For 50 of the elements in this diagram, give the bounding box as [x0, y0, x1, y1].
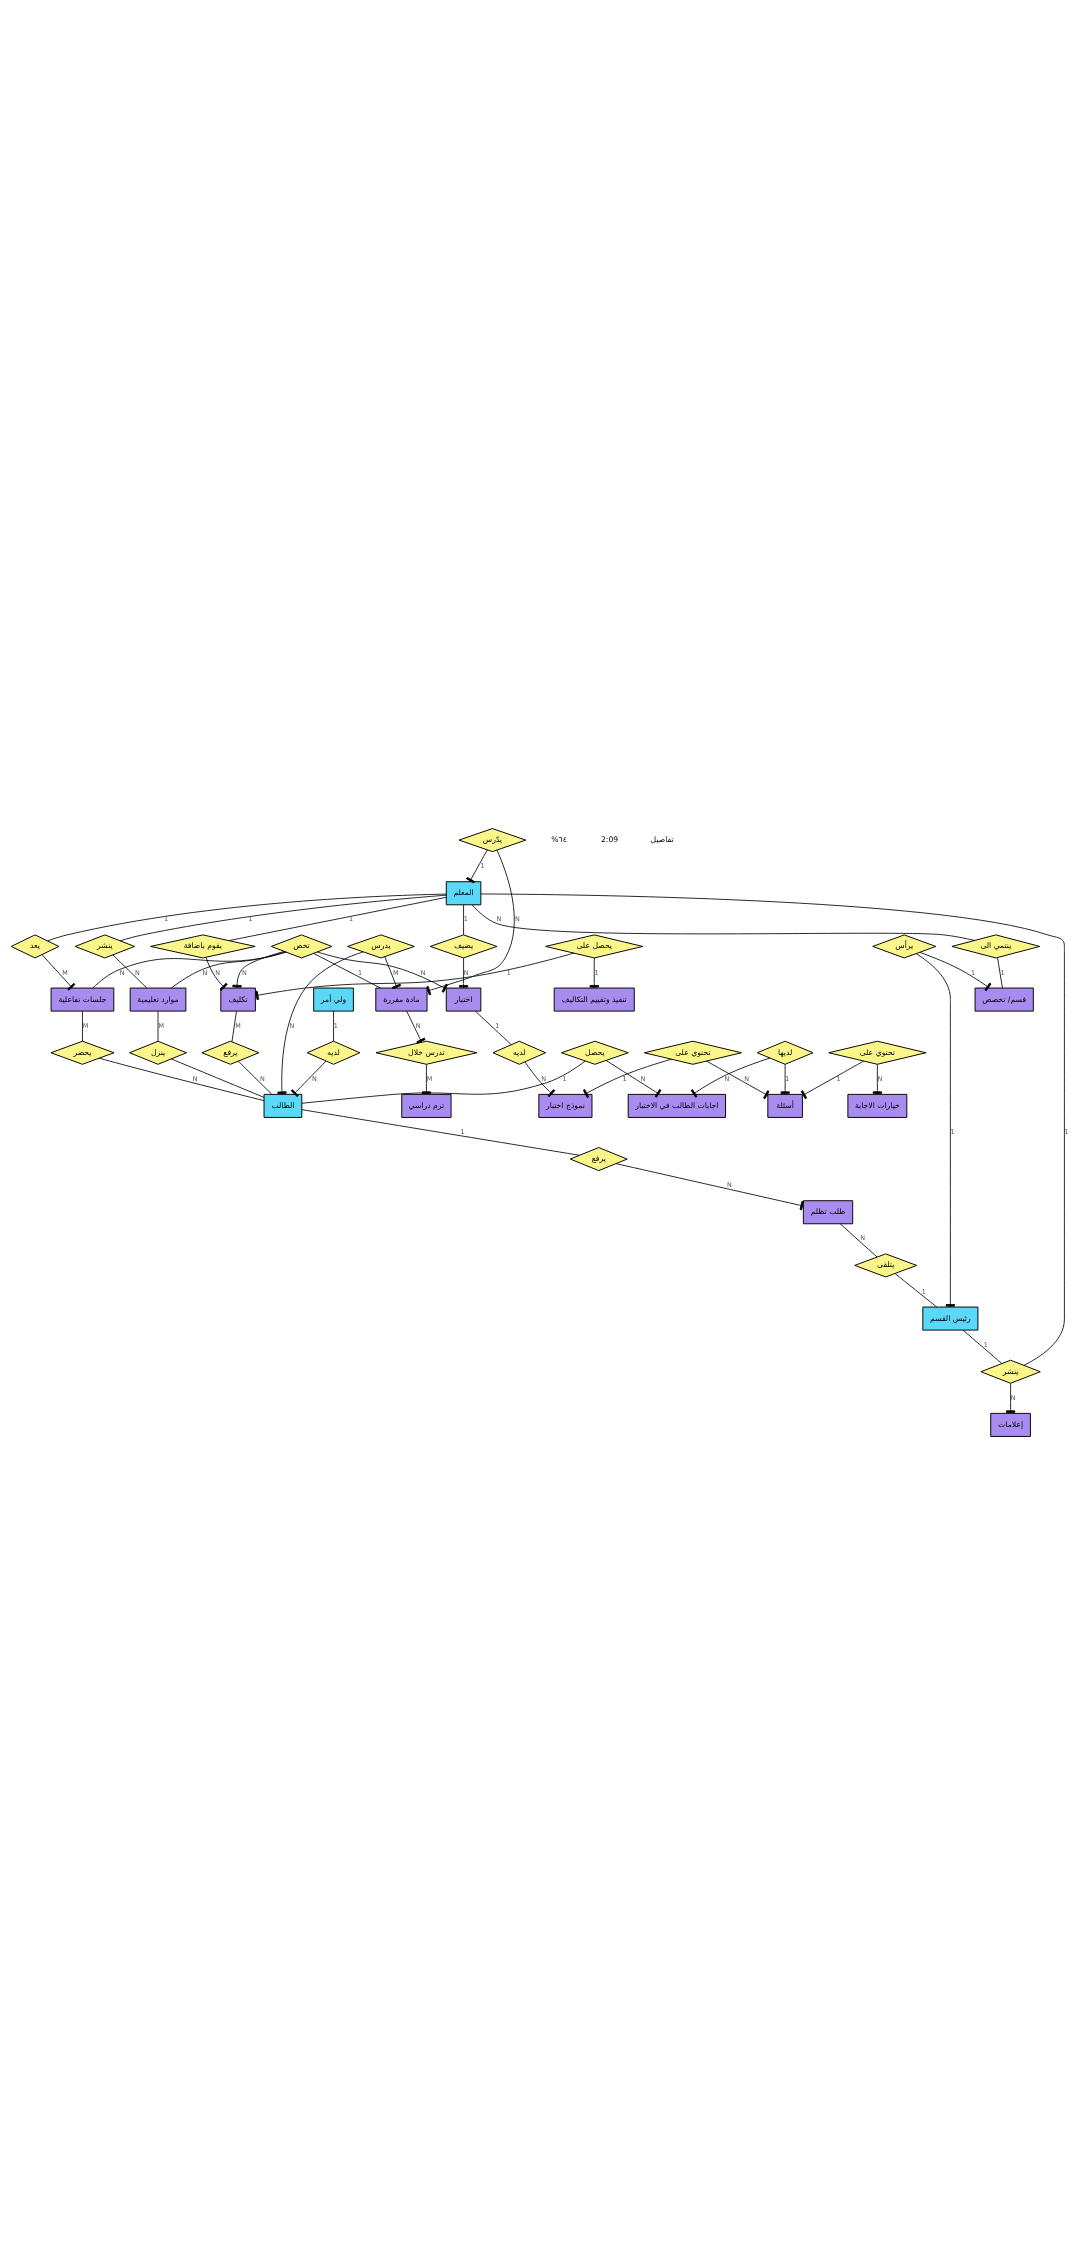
connector — [962, 1329, 1003, 1364]
connector — [839, 1223, 878, 1258]
connector — [605, 1060, 662, 1098]
connector — [119, 894, 447, 942]
connector — [915, 953, 955, 1308]
connector — [463, 904, 464, 936]
connector — [582, 1058, 672, 1099]
connector — [471, 904, 975, 941]
connector — [690, 1057, 771, 1098]
connector — [277, 951, 364, 1095]
connector — [316, 951, 448, 993]
connector — [800, 1060, 864, 1100]
connector — [232, 951, 285, 989]
connector — [459, 957, 469, 989]
connector — [384, 956, 402, 990]
connector — [170, 951, 286, 989]
connector — [41, 954, 76, 991]
connector — [524, 1061, 556, 1098]
connector — [333, 1010, 334, 1042]
connector — [466, 849, 488, 884]
connector — [313, 953, 381, 989]
connector — [92, 951, 287, 989]
connector — [47, 893, 447, 942]
connector — [98, 1057, 265, 1102]
connector — [426, 849, 515, 996]
connector — [170, 1058, 265, 1098]
connector — [615, 1163, 804, 1211]
connector — [589, 957, 599, 989]
connector — [894, 1273, 938, 1308]
connector — [301, 1060, 586, 1104]
connector — [406, 1010, 426, 1044]
connector — [997, 957, 1003, 989]
connector — [474, 1010, 512, 1046]
connector — [231, 1010, 237, 1043]
connector — [205, 956, 228, 991]
connector — [919, 951, 992, 992]
connector — [872, 1064, 882, 1095]
connector — [290, 1060, 327, 1098]
connector — [421, 1064, 431, 1095]
connector — [237, 1060, 273, 1095]
connector — [82, 1010, 83, 1042]
connector — [255, 952, 575, 1001]
connector — [301, 1109, 580, 1156]
connector — [780, 1064, 790, 1095]
connector — [112, 954, 148, 989]
connector — [480, 893, 1065, 1366]
connector — [157, 1010, 159, 1042]
connector — [1006, 1382, 1016, 1414]
connector — [228, 896, 447, 941]
connector — [706, 1060, 770, 1100]
